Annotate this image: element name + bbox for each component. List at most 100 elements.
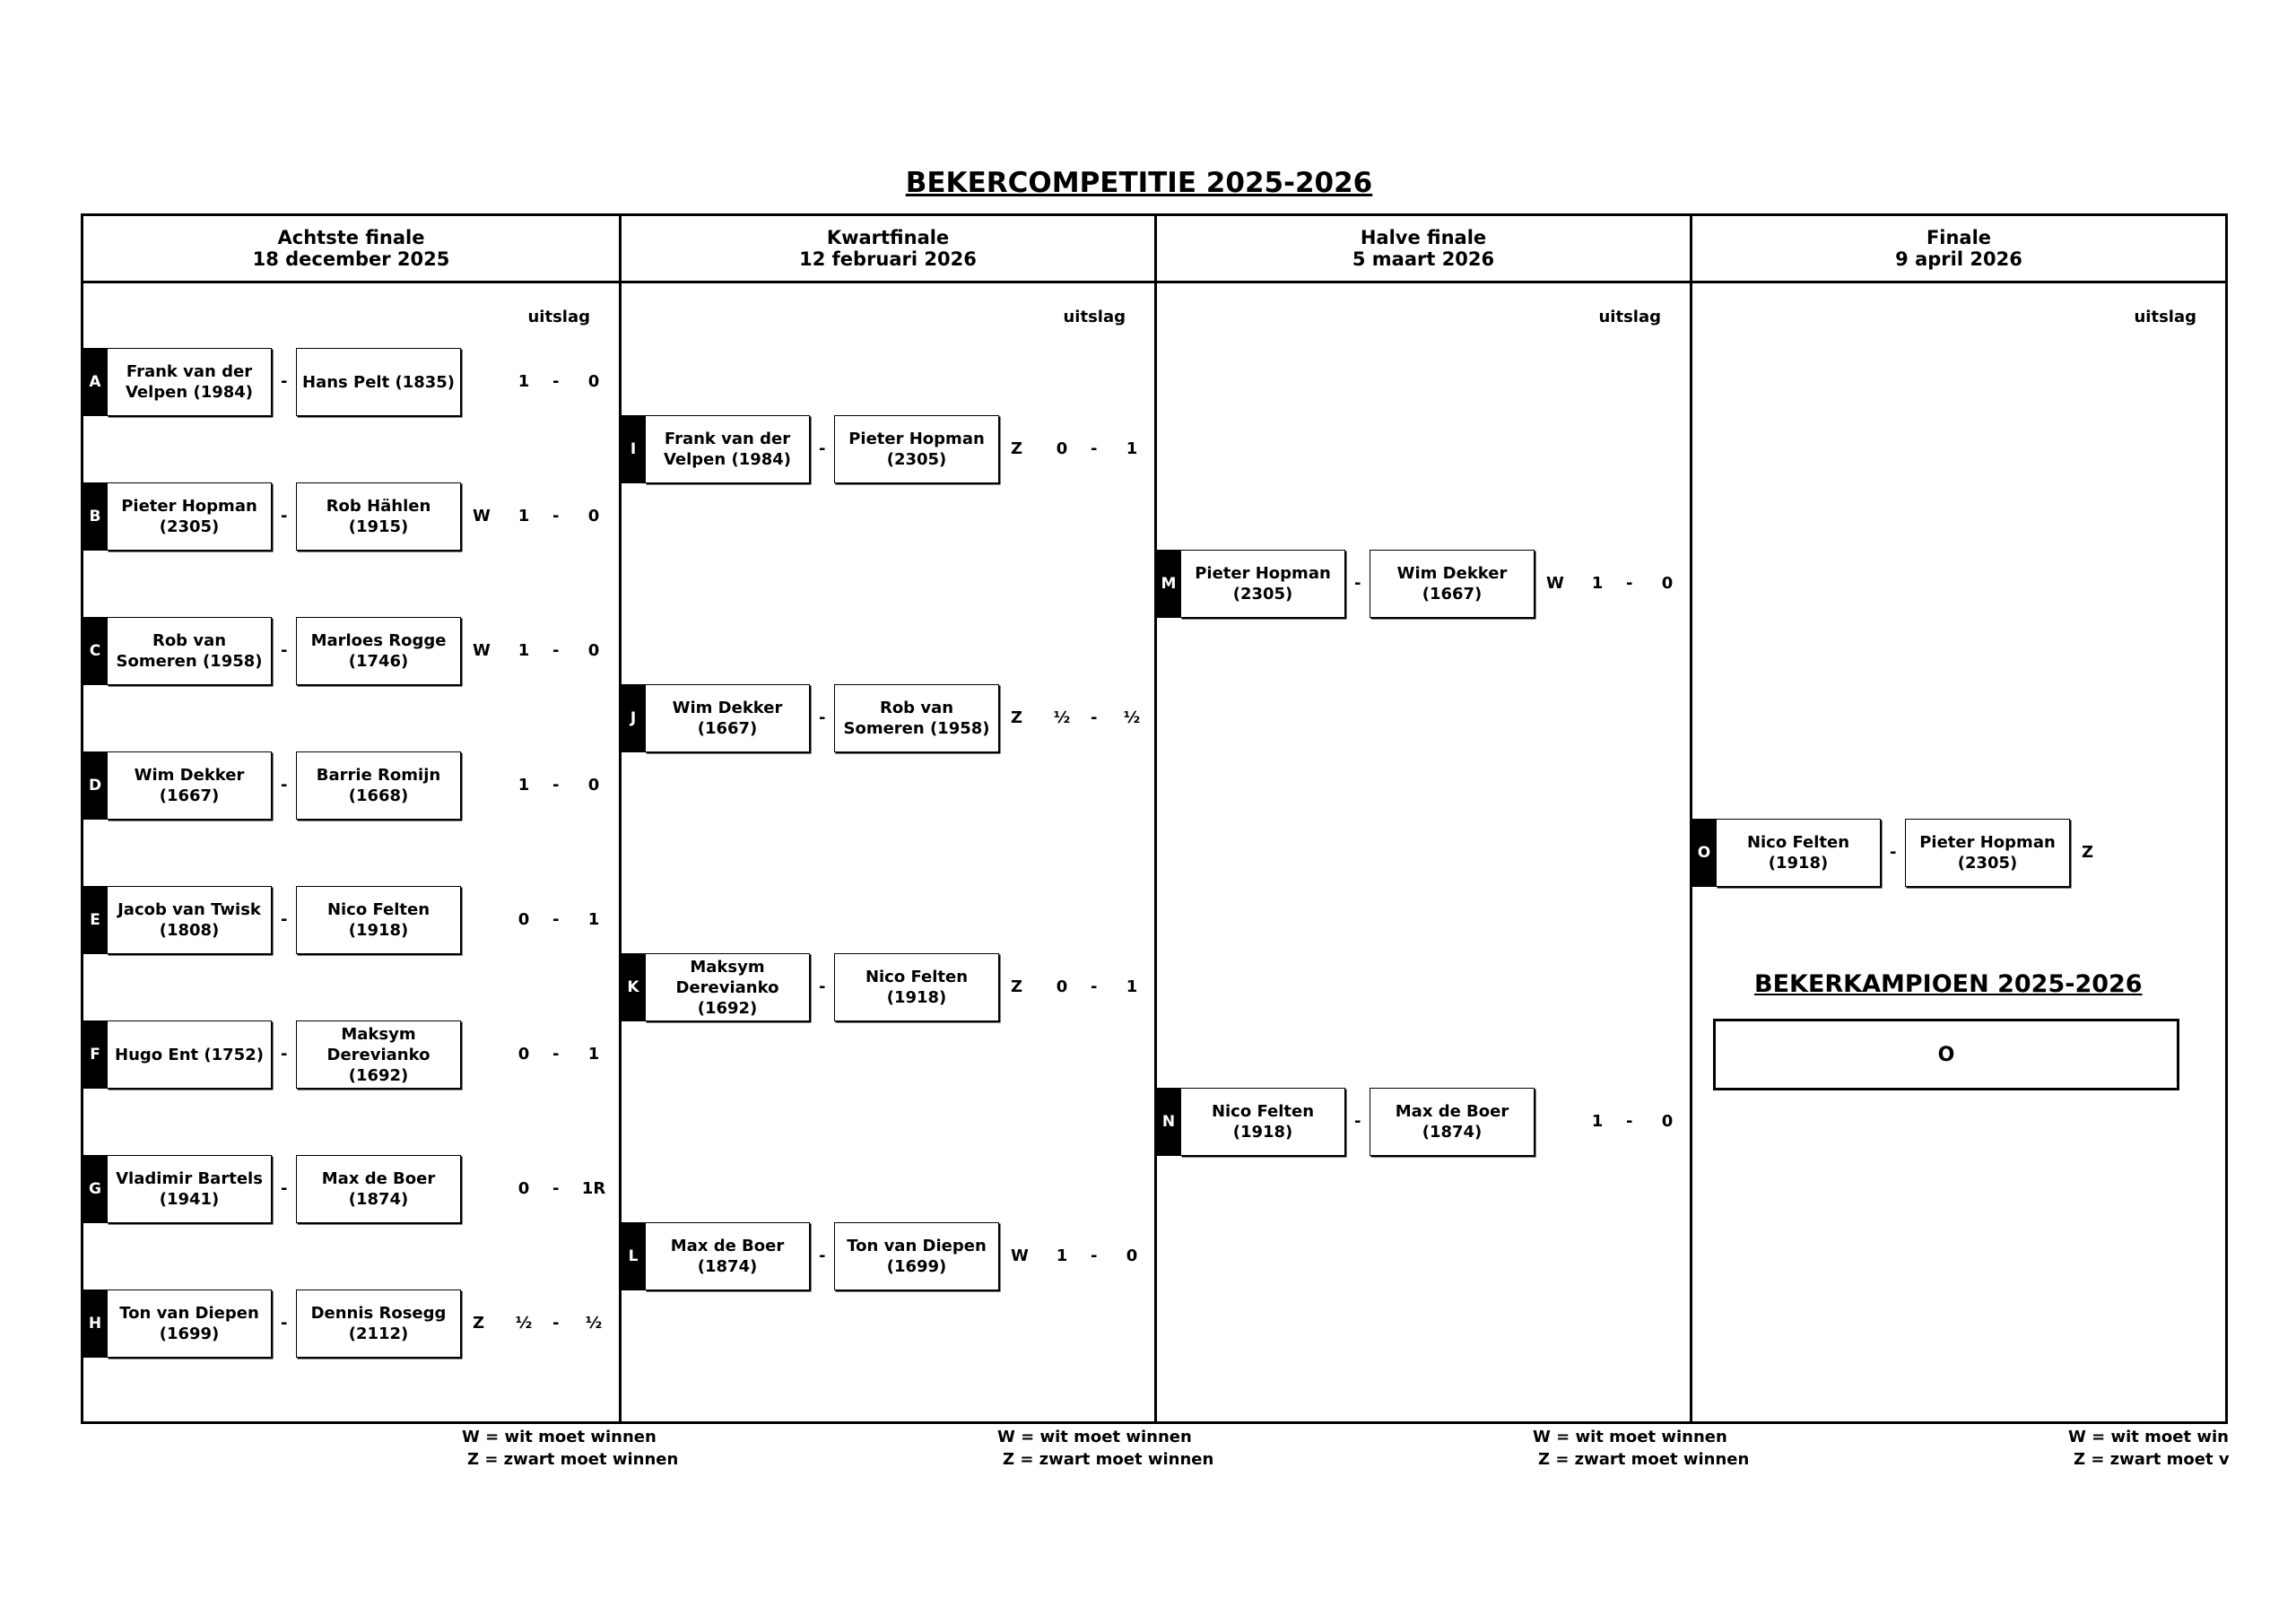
player-separator: - [1890, 843, 1897, 862]
match-code: I [622, 415, 645, 483]
player-separator: - [281, 776, 288, 795]
score-separator: - [1091, 708, 1098, 727]
score-separator: - [552, 507, 560, 525]
score-white: 1 [517, 372, 530, 391]
white-player: Max de Boer (1874) [645, 1222, 810, 1290]
score-white: 0 [517, 1179, 530, 1198]
score-white: 1 [1591, 1112, 1604, 1131]
white-player: Hugo Ent (1752) [107, 1020, 272, 1089]
white-player: Pieter Hopman (2305) [107, 482, 272, 551]
round-name: Kwartfinale [826, 227, 950, 248]
must-win-indicator: W [473, 641, 491, 660]
score-black: 0 [1661, 1112, 1674, 1131]
score-white: 0 [517, 910, 530, 929]
score-black: 1 [1126, 439, 1138, 458]
score-white: 1 [1056, 1246, 1068, 1265]
match-code: A [83, 348, 107, 416]
black-player: Wim Dekker (1667) [1370, 550, 1535, 618]
score-black: 1R [581, 1179, 606, 1198]
uitslag-label: uitslag [527, 308, 590, 326]
must-win-indicator: W [473, 507, 491, 525]
must-win-indicator: Z [2082, 843, 2094, 862]
legend-z: Z = zwart moet winnen [1003, 1450, 1214, 1469]
score-black: 0 [587, 776, 600, 795]
player-separator: - [819, 439, 826, 458]
score-black: ½ [585, 1314, 603, 1333]
match-code: J [622, 684, 645, 752]
player-separator: - [1354, 574, 1361, 593]
match-code: L [622, 1222, 645, 1290]
score-white: 1 [517, 776, 530, 795]
score-black: 0 [587, 372, 600, 391]
white-player: Nico Felten (1918) [1716, 819, 1881, 887]
score-white: 1 [1591, 574, 1604, 593]
score-black: 0 [1126, 1246, 1138, 1265]
player-separator: - [819, 977, 826, 996]
match-code: M [1157, 550, 1180, 618]
player-separator: - [281, 372, 288, 391]
legend-z: Z = zwart moet winnen [1538, 1450, 1750, 1469]
white-player: Ton van Diepen (1699) [107, 1290, 272, 1358]
player-separator: - [819, 1246, 826, 1265]
legend: W = wit moet win Z = zwart moet v [2068, 1426, 2230, 1471]
white-player: Rob van Someren (1958) [107, 617, 272, 685]
match-code: E [83, 886, 107, 954]
black-player: Pieter Hopman (2305) [1905, 819, 2070, 887]
match-code: G [83, 1155, 107, 1223]
match-code: F [83, 1020, 107, 1089]
score-separator: - [552, 641, 560, 660]
must-win-indicator: Z [1011, 708, 1023, 727]
score-white: ½ [515, 1314, 533, 1333]
score-black: 0 [1661, 574, 1674, 593]
black-player: Pieter Hopman (2305) [834, 415, 999, 483]
round-date: 12 februari 2026 [799, 248, 977, 270]
black-player: Marloes Rogge (1746) [296, 617, 461, 685]
score-black: 1 [587, 1045, 600, 1064]
legend: W = wit moet winnen Z = zwart moet winnen [997, 1426, 1213, 1471]
champion-title: BEKERKAMPIOEN 2025-2026 [1754, 970, 2143, 998]
white-player: Wim Dekker (1667) [107, 751, 272, 820]
black-player: Max de Boer (1874) [296, 1155, 461, 1223]
must-win-indicator: W [1011, 1246, 1029, 1265]
white-player: Vladimir Bartels (1941) [107, 1155, 272, 1223]
score-separator: - [552, 776, 560, 795]
score-white: 1 [517, 507, 530, 525]
legend-w: W = wit moet winnen [997, 1428, 1192, 1446]
legend-w: W = wit moet win [2068, 1428, 2229, 1446]
score-black: 1 [587, 910, 600, 929]
must-win-indicator: Z [1011, 439, 1023, 458]
player-separator: - [281, 910, 288, 929]
black-player: Max de Boer (1874) [1370, 1088, 1535, 1156]
player-separator: - [281, 1045, 288, 1064]
score-separator: - [1626, 1112, 1633, 1131]
black-player: Hans Pelt (1835) [296, 348, 461, 416]
score-black: 1 [1126, 977, 1138, 996]
score-separator: - [552, 1179, 560, 1198]
score-black: 0 [587, 641, 600, 660]
score-separator: - [1091, 1246, 1098, 1265]
legend-z: Z = zwart moet v [2074, 1450, 2230, 1469]
player-separator: - [1354, 1112, 1361, 1131]
legend-z: Z = zwart moet winnen [467, 1450, 679, 1469]
white-player: Frank van der Velpen (1984) [645, 415, 810, 483]
white-player: Wim Dekker (1667) [645, 684, 810, 752]
white-player: Pieter Hopman (2305) [1180, 550, 1345, 618]
legend-w: W = wit moet winnen [462, 1428, 657, 1446]
score-separator: - [1091, 439, 1098, 458]
page-title: BEKERCOMPETITIE 2025-2026 [905, 167, 1373, 199]
black-player: Barrie Romijn (1668) [296, 751, 461, 820]
score-black: ½ [1123, 708, 1141, 727]
